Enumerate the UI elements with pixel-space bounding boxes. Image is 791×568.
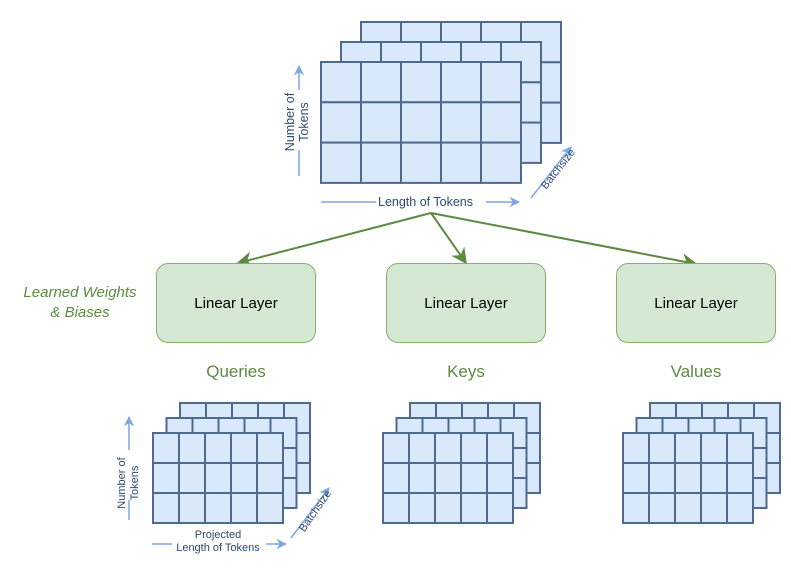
learned-weights-line1: Learned Weights [23,284,137,301]
tensor-cell [674,432,702,464]
tensor-cell [700,432,728,464]
tensor-cell [204,492,232,524]
tensor-cell [486,462,514,494]
tensor-cell [360,61,402,104]
linear-layer-keys: Linear Layer [386,263,546,343]
tensor-cell [674,492,702,524]
linear-layer-label: Linear Layer [654,294,738,312]
tensor-cell [230,432,258,464]
keys-tensor-layer-1 [382,432,514,524]
tensor-cell [382,432,410,464]
tensor-cell [460,492,488,524]
tensor-cell [204,432,232,464]
tensor-cell [434,432,462,464]
flow-arrow-queries [236,212,432,268]
output-y-axis-label-line2: Tokens [129,465,141,501]
tensor-cell [648,432,676,464]
linear-layer-label: Linear Layer [194,294,278,312]
tensor-cell [320,141,362,184]
tensor-cell [230,462,258,494]
tensor-cell [726,492,754,524]
tensor-cell [480,61,522,104]
tensor-cell [434,462,462,494]
tensor-cell [360,101,402,144]
queries-tensor-layer-1 [152,432,284,524]
tensor-cell [486,492,514,524]
input-tensor-layer-1 [320,61,522,184]
tensor-cell [622,462,650,494]
z-axis-arrow [530,146,572,199]
tensor-cell [408,462,436,494]
tensor-cell [178,432,206,464]
tensor-cell [230,492,258,524]
tensor-cell [460,462,488,494]
tensor-cell [400,61,442,104]
tensor-cell [408,432,436,464]
x-axis-label: Length of Tokens [378,195,473,209]
keys-label: Keys [447,362,485,381]
linear-layer-label: Linear Layer [424,294,508,312]
tensor-cell [178,462,206,494]
tensor-cell [152,432,180,464]
tensor-cell [674,462,702,494]
z-axis-arrow [290,487,330,539]
tensor-cell [400,101,442,144]
tensor-cell [256,462,284,494]
tensor-cell [408,492,436,524]
y-axis-label-line1: Number of [283,92,297,152]
tensor-cell [726,462,754,494]
linear-layer-queries: Linear Layer [156,263,316,343]
tensor-cell [700,462,728,494]
projected-x-axis-label-line1: Projected [194,529,242,541]
flow-arrow-values [430,212,698,270]
tensor-cell [648,492,676,524]
tensor-cell [382,492,410,524]
tensor-cell [486,432,514,464]
values-label: Values [670,362,722,381]
tensor-cell [480,141,522,184]
tensor-cell [320,101,362,144]
tensor-cell [648,462,676,494]
tensor-cell [460,432,488,464]
y-axis-label: Number of Tokens [283,87,311,157]
tensor-cell [382,462,410,494]
tensor-cell [178,492,206,524]
tensor-cell [440,141,482,184]
tensor-cell [152,462,180,494]
tensor-cell [480,101,522,144]
projected-x-axis-label: Projected Length of Tokens [168,529,268,555]
output-y-axis-label: Number of Tokens [116,448,142,518]
linear-layer-values: Linear Layer [616,263,776,343]
learned-weights-line2: & Biases [50,304,110,321]
tensor-cell [256,432,284,464]
tensor-cell [400,141,442,184]
projected-x-axis-label-line2: Length of Tokens [176,542,260,554]
tensor-cell [360,141,402,184]
learned-weights-label: Learned Weights & Biases [10,283,150,323]
tensor-cell [622,432,650,464]
tensor-cell [440,61,482,104]
y-axis-label-line2: Tokens [297,102,311,142]
tensor-cell [204,462,232,494]
tensor-cell [622,492,650,524]
tensor-cell [320,61,362,104]
flow-arrow-keys [430,212,467,265]
tensor-cell [256,492,284,524]
tensor-cell [434,492,462,524]
queries-label: Queries [206,362,266,381]
values-tensor-layer-1 [622,432,754,524]
output-y-axis-label-line1: Number of [116,457,128,509]
tensor-cell [700,492,728,524]
tensor-cell [440,101,482,144]
tensor-cell [152,492,180,524]
tensor-cell [726,432,754,464]
